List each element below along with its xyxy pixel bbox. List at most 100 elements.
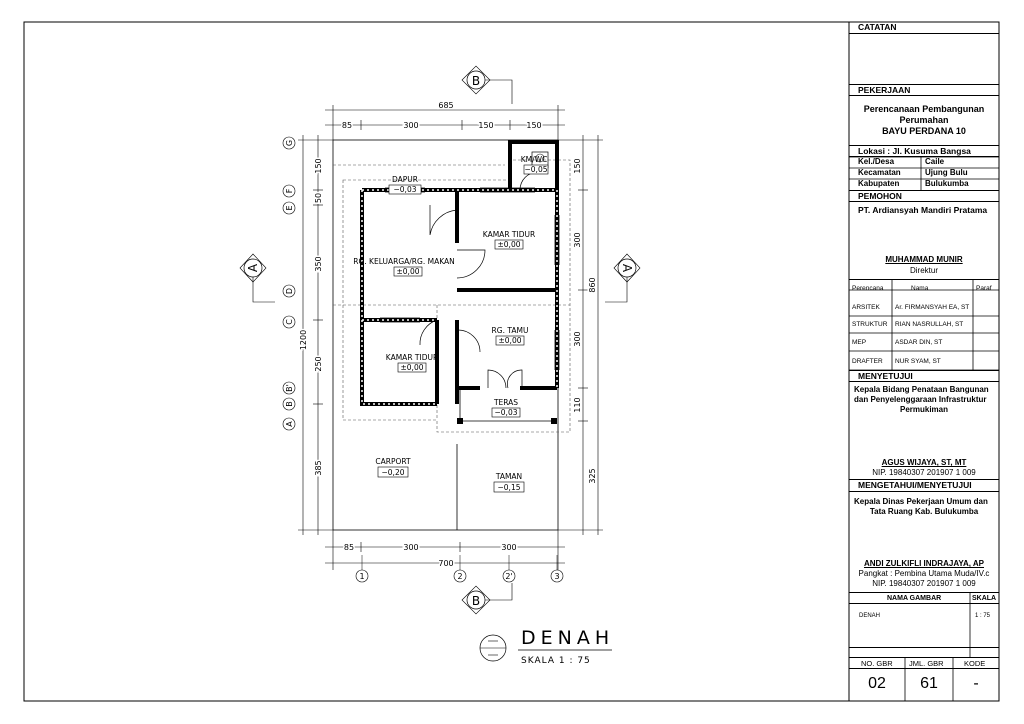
roof-lines bbox=[333, 164, 570, 420]
dim-total: 1200 bbox=[299, 330, 308, 350]
project-line-1: Perencanaan Pembangunan bbox=[863, 104, 985, 114]
dim-seg: 300 bbox=[573, 331, 582, 346]
kel-value: Caile bbox=[925, 157, 945, 166]
menyetujui-block: Kepala Bidang Penataan Bangunan dan Peny… bbox=[849, 382, 999, 480]
dim-seg: 150 bbox=[573, 158, 582, 173]
dim-seg: 300 bbox=[501, 543, 516, 552]
room-keluarga: RG. KELUARGA/RG. MAKAN ±0,00 bbox=[353, 257, 455, 277]
dimension-right-labels: 150 300 300 110 325 860 bbox=[572, 157, 599, 485]
grid-bubble: G bbox=[282, 136, 296, 150]
project-title: Perencanaan Pembangunan Perumahan BAYU P… bbox=[849, 96, 999, 146]
dimension-right bbox=[558, 135, 603, 535]
section-mark-left: A bbox=[239, 253, 275, 303]
mengetahui-rank: Pangkat : Pembina Utama Muda/IV.c bbox=[858, 569, 990, 578]
floor-plan: DAPUR −0,03 KM/WC −0,05 KAMAR TIDUR ±0,0… bbox=[239, 65, 641, 666]
room-level: ±0,00 bbox=[498, 240, 521, 249]
dim-seg: 150 bbox=[526, 121, 541, 130]
gbr-divider bbox=[849, 658, 999, 669]
no-gbr-label: NO. GBR bbox=[861, 659, 893, 668]
kec-label: Kecamatan bbox=[858, 168, 901, 177]
windows bbox=[380, 187, 560, 370]
dimension-left-labels: 150 50 350 250 385 1200 bbox=[298, 157, 325, 477]
lokasi: Lokasi : Jl. Kusuma Bangsa bbox=[849, 146, 999, 157]
svg-text:F: F bbox=[285, 188, 294, 193]
dim-seg: 50 bbox=[314, 193, 323, 203]
section-mark-right: A bbox=[605, 253, 641, 303]
table-role: ARSITEK bbox=[852, 304, 880, 311]
menyetujui-nip: NIP. 19840307 201907 1 009 bbox=[872, 468, 976, 477]
svg-text:A: A bbox=[246, 263, 260, 272]
site-boundary bbox=[332, 139, 559, 531]
dim-seg: 250 bbox=[314, 356, 323, 371]
grid-bubble: D bbox=[282, 284, 296, 298]
table-role: STRUKTUR bbox=[852, 321, 888, 328]
room-labels: DAPUR −0,03 KM/WC −0,05 KAMAR TIDUR ±0,0… bbox=[353, 155, 549, 493]
pekerjaan-header: PEKERJAAN bbox=[849, 85, 999, 96]
svg-text:B: B bbox=[472, 74, 480, 88]
room-carport: CARPORT −0,20 bbox=[375, 457, 411, 478]
room-level: −0,15 bbox=[498, 483, 521, 492]
pemohon-header: PEMOHON bbox=[849, 190, 999, 202]
grid-bubble: F bbox=[282, 184, 296, 198]
room-level: −0,20 bbox=[382, 468, 405, 477]
grid-bubble: 2' bbox=[502, 569, 516, 583]
svg-text:2: 2 bbox=[457, 572, 462, 581]
room-kamar-tidur-1: KAMAR TIDUR ±0,00 bbox=[483, 230, 535, 250]
kode-label: KODE bbox=[964, 659, 986, 668]
table-role: MEP bbox=[852, 339, 867, 346]
pemohon-block: PT. Ardiansyah Mandiri Pratama MUHAMMAD … bbox=[849, 202, 999, 280]
dim-total: 860 bbox=[588, 277, 597, 292]
room-name: RG. KELUARGA/RG. MAKAN bbox=[353, 257, 454, 266]
room-name: TERAS bbox=[493, 398, 518, 407]
pemohon-company: PT. Ardiansyah Mandiri Pratama bbox=[858, 205, 988, 215]
room-level: −0,03 bbox=[495, 408, 518, 417]
grid-bubble: B bbox=[282, 397, 296, 411]
title-block: CATATAN PEKERJAAN Perencanaan Pembanguna… bbox=[849, 22, 999, 701]
dim-seg: 85 bbox=[344, 543, 354, 552]
grid-bubble: B' bbox=[282, 381, 296, 395]
room-name: KAMAR TIDUR bbox=[386, 353, 438, 362]
room-tamu: RG. TAMU ±0,00 bbox=[492, 326, 528, 346]
catatan-header: CATATAN bbox=[849, 22, 999, 34]
table-header-nama: Nama bbox=[911, 285, 929, 292]
room-dapur: DAPUR −0,03 bbox=[388, 175, 422, 195]
no-gbr-value: 02 bbox=[868, 675, 886, 692]
room-level: ±0,00 bbox=[401, 363, 424, 372]
section-mark-top: B bbox=[461, 65, 513, 104]
gbr-header-row bbox=[849, 647, 999, 658]
pemohon-role: Direktur bbox=[909, 266, 938, 275]
room-name: KM/WC bbox=[521, 155, 548, 164]
grid-bottom: 1 2 2' 3 bbox=[355, 569, 564, 583]
grid-bubble: 1 bbox=[355, 569, 369, 583]
room-level: ±0,00 bbox=[397, 267, 420, 276]
dimension-left bbox=[298, 135, 333, 535]
room-name: TAMAN bbox=[495, 472, 522, 481]
mengetahui-office-2: Tata Ruang Kab. Bulukumba bbox=[869, 507, 979, 516]
doors bbox=[419, 171, 539, 389]
grid-bottom-lines bbox=[361, 555, 558, 570]
dimension-bottom-labels: 85 300 300 700 bbox=[342, 542, 518, 570]
jml-gbr-value: 61 bbox=[920, 675, 938, 692]
dim-seg: 300 bbox=[403, 121, 418, 130]
mengetahui-name: ANDI ZULKIFLI INDRAJAYA, AP bbox=[863, 559, 984, 568]
room-name: CARPORT bbox=[375, 457, 411, 466]
menyetujui-office-2: dan Penyelenggaraan Infrastruktur bbox=[854, 395, 987, 404]
svg-text:1: 1 bbox=[359, 572, 364, 581]
kode-value: - bbox=[973, 675, 979, 692]
grid-bubble: 2 bbox=[453, 569, 467, 583]
mengetahui-block: Kepala Dinas Pekerjaan Umum dan Tata Rua… bbox=[849, 492, 999, 593]
svg-text:A: A bbox=[620, 264, 634, 273]
grid-bubble: 3 bbox=[550, 569, 564, 583]
svg-text:C: C bbox=[285, 319, 294, 325]
catatan-area bbox=[849, 34, 999, 85]
section-mark-bottom: B bbox=[461, 583, 513, 615]
grid-left: G F E D C B' B A bbox=[282, 136, 296, 431]
mengetahui-nip: NIP. 19840307 201907 1 009 bbox=[872, 579, 976, 588]
svg-text:E: E bbox=[285, 205, 294, 210]
table-role: DRAFTER bbox=[852, 358, 883, 365]
dim-seg: 300 bbox=[403, 543, 418, 552]
svg-text:3: 3 bbox=[554, 572, 559, 581]
skala-value: 1 : 75 bbox=[975, 613, 991, 619]
nama-gambar-label: NAMA GAMBAR bbox=[887, 595, 942, 602]
divider bbox=[849, 603, 999, 604]
